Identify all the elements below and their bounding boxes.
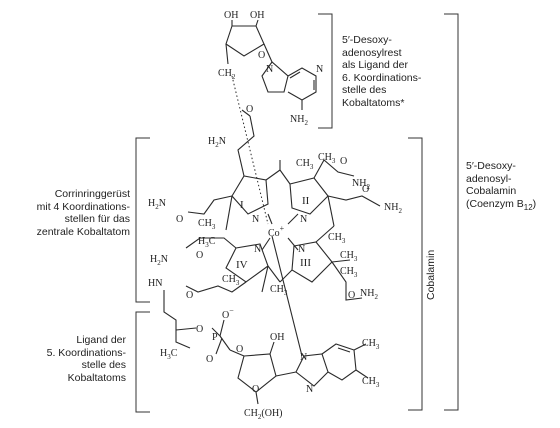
bracket-corrin-left [135,137,150,303]
atom-n-2: N [300,214,307,225]
atom-h2n-1: H2N [208,136,226,149]
atom-o-ribose: O [258,50,265,61]
adenosyl-line-1: 5′-Desoxy- [342,34,392,46]
atom-h3c-1: H3C [198,236,216,249]
atom-n-benz-1: N [300,352,307,363]
atom-nh2-1: NH2 [352,178,370,191]
ring-label-iv: IV [236,259,248,271]
coenzym-subscript: 12 [523,202,533,212]
atom-h2n-2: H2N [148,198,166,211]
coenzym-line-3: Cobalamin [466,185,517,197]
atom-o-1: O [246,104,253,115]
corrin-line-1: Corrinringgerüst [54,188,130,200]
atom-n-3: N [298,244,305,255]
ring-label-i: I [240,199,244,211]
atom-o-phosphate-2: O [206,354,213,365]
ligand5-label: Ligand der 5. Koordinations- stelle des … [22,334,126,384]
bracket-coenzym [444,13,459,411]
atom-ch3-3: CH3 [198,218,216,231]
atom-n-benz-2: N [306,384,313,395]
nucleotide-ligand [163,235,369,405]
adenosyl-rest-label: 5′-Desoxy- adenosylrest als Ligand der 6… [342,34,421,109]
atom-h2n-3: H2N [150,254,168,267]
atom-oh-1: OH [224,10,238,21]
atom-nh2-2: NH2 [384,202,402,215]
coenzym-line-1: 5′-Desoxy- [466,160,516,172]
ligand5-line-2: 5. Koordinations- [46,346,126,359]
coenzym-line-4: (Coenzym B12) [466,198,536,215]
atom-ch3-9: CH3 [362,338,380,351]
coenzym-label: 5′-Desoxy- adenosyl- Cobalamin (Coenzym … [466,160,536,214]
atom-o-7: O [348,290,355,301]
cobalamin-vertical-label: Cobalamin [425,250,437,300]
ligand5-line-1: Ligand der [76,334,126,346]
atom-ch3-8: CH3 [222,274,240,287]
ring-label-ii: II [302,195,310,207]
atom-ch3-2: CH3 [318,152,336,165]
atom-oh-ribose: OH [270,332,284,343]
corrin-line-2: mit 4 Koordinations- [36,200,130,213]
coenzym-b-text: (Coenzym B [466,197,524,210]
adenosyl-line-5: stelle des [342,84,387,96]
ligand5-line-3: stelle des [81,359,126,371]
adenosyl-line-2: adenosylrest [342,46,402,59]
atom-o-6: O [362,184,369,195]
adenosyl-line-4: 6. Koordinations- [342,71,422,84]
atom-labels: OH OH O CH2 N N NH2 H2N O H2N O H2N O HN… [148,10,402,421]
atom-o-phosphate-1: O [196,324,203,335]
atom-n-4: N [254,244,261,255]
bracket-cobalamin [408,137,423,411]
coenzym-line-2: adenosyl- [466,172,512,185]
atom-hn: HN [148,278,162,289]
atom-o-minus: O− [222,306,234,321]
corrin-label: Corrinringgerüst mit 4 Koordinations- st… [22,188,130,238]
atom-o-ribose-2: O [252,384,259,395]
atom-o-5: O [340,156,347,167]
atom-n-adenine: N [266,64,273,75]
atom-n-adenine-2: N [316,64,323,75]
adenosyl-group [225,19,317,225]
atom-ch3-10: CH3 [362,376,380,389]
atom-o-4: O [186,290,193,301]
corrin-ring [185,109,381,301]
atom-h3c-2: H3C [160,348,178,361]
ring-label-iii: III [300,257,311,269]
corrin-line-3: stellen für das [64,213,130,225]
corrin-line-4: zentrale Kobaltatom [36,225,130,238]
ligand5-line-4: Kobaltatoms [67,371,126,384]
atom-ch3-1: CH3 [296,158,314,171]
atom-ch2: CH2 [218,68,236,81]
atom-ch3-4: CH3 [328,232,346,245]
adenosyl-line-6: Kobaltatoms* [342,96,405,109]
atom-o-phosphate-3: O [236,344,243,355]
atom-n-1: N [252,214,259,225]
atom-o-2: O [176,214,183,225]
atom-o-3: O [196,250,203,261]
atom-ch3-5: CH3 [340,250,358,263]
bracket-ligand5 [135,311,150,413]
atom-nh2-3: NH2 [360,288,378,301]
atom-ch3-6: CH3 [340,266,358,279]
atom-ch3-7: CH3 [270,284,288,297]
coenzym-close-paren: ) [532,197,537,210]
atom-cobalt: Co+ [268,224,285,239]
bracket-adenosyl [318,13,333,129]
atom-phosphorus: P [212,332,218,343]
atom-nh2-adenine: NH2 [290,114,308,127]
atom-ch2oh: CH2(OH) [244,408,283,421]
atom-oh-2: OH [250,10,264,21]
adenosyl-line-3: als Ligand der [342,59,408,71]
